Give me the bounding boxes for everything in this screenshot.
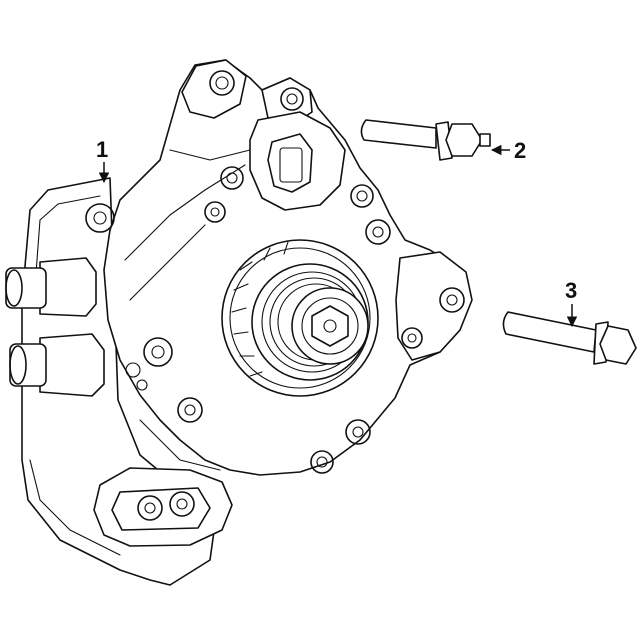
pump-assembly <box>5 59 473 586</box>
callout-1: 1 <box>96 137 110 184</box>
callout-3: 3 <box>565 278 578 328</box>
callout-label-1: 1 <box>96 137 108 162</box>
callout-label-3: 3 <box>565 278 577 303</box>
callout-label-2: 2 <box>514 138 526 163</box>
bolt-long <box>502 311 637 365</box>
bolt-short <box>360 119 491 161</box>
callout-2: 2 <box>490 138 526 163</box>
